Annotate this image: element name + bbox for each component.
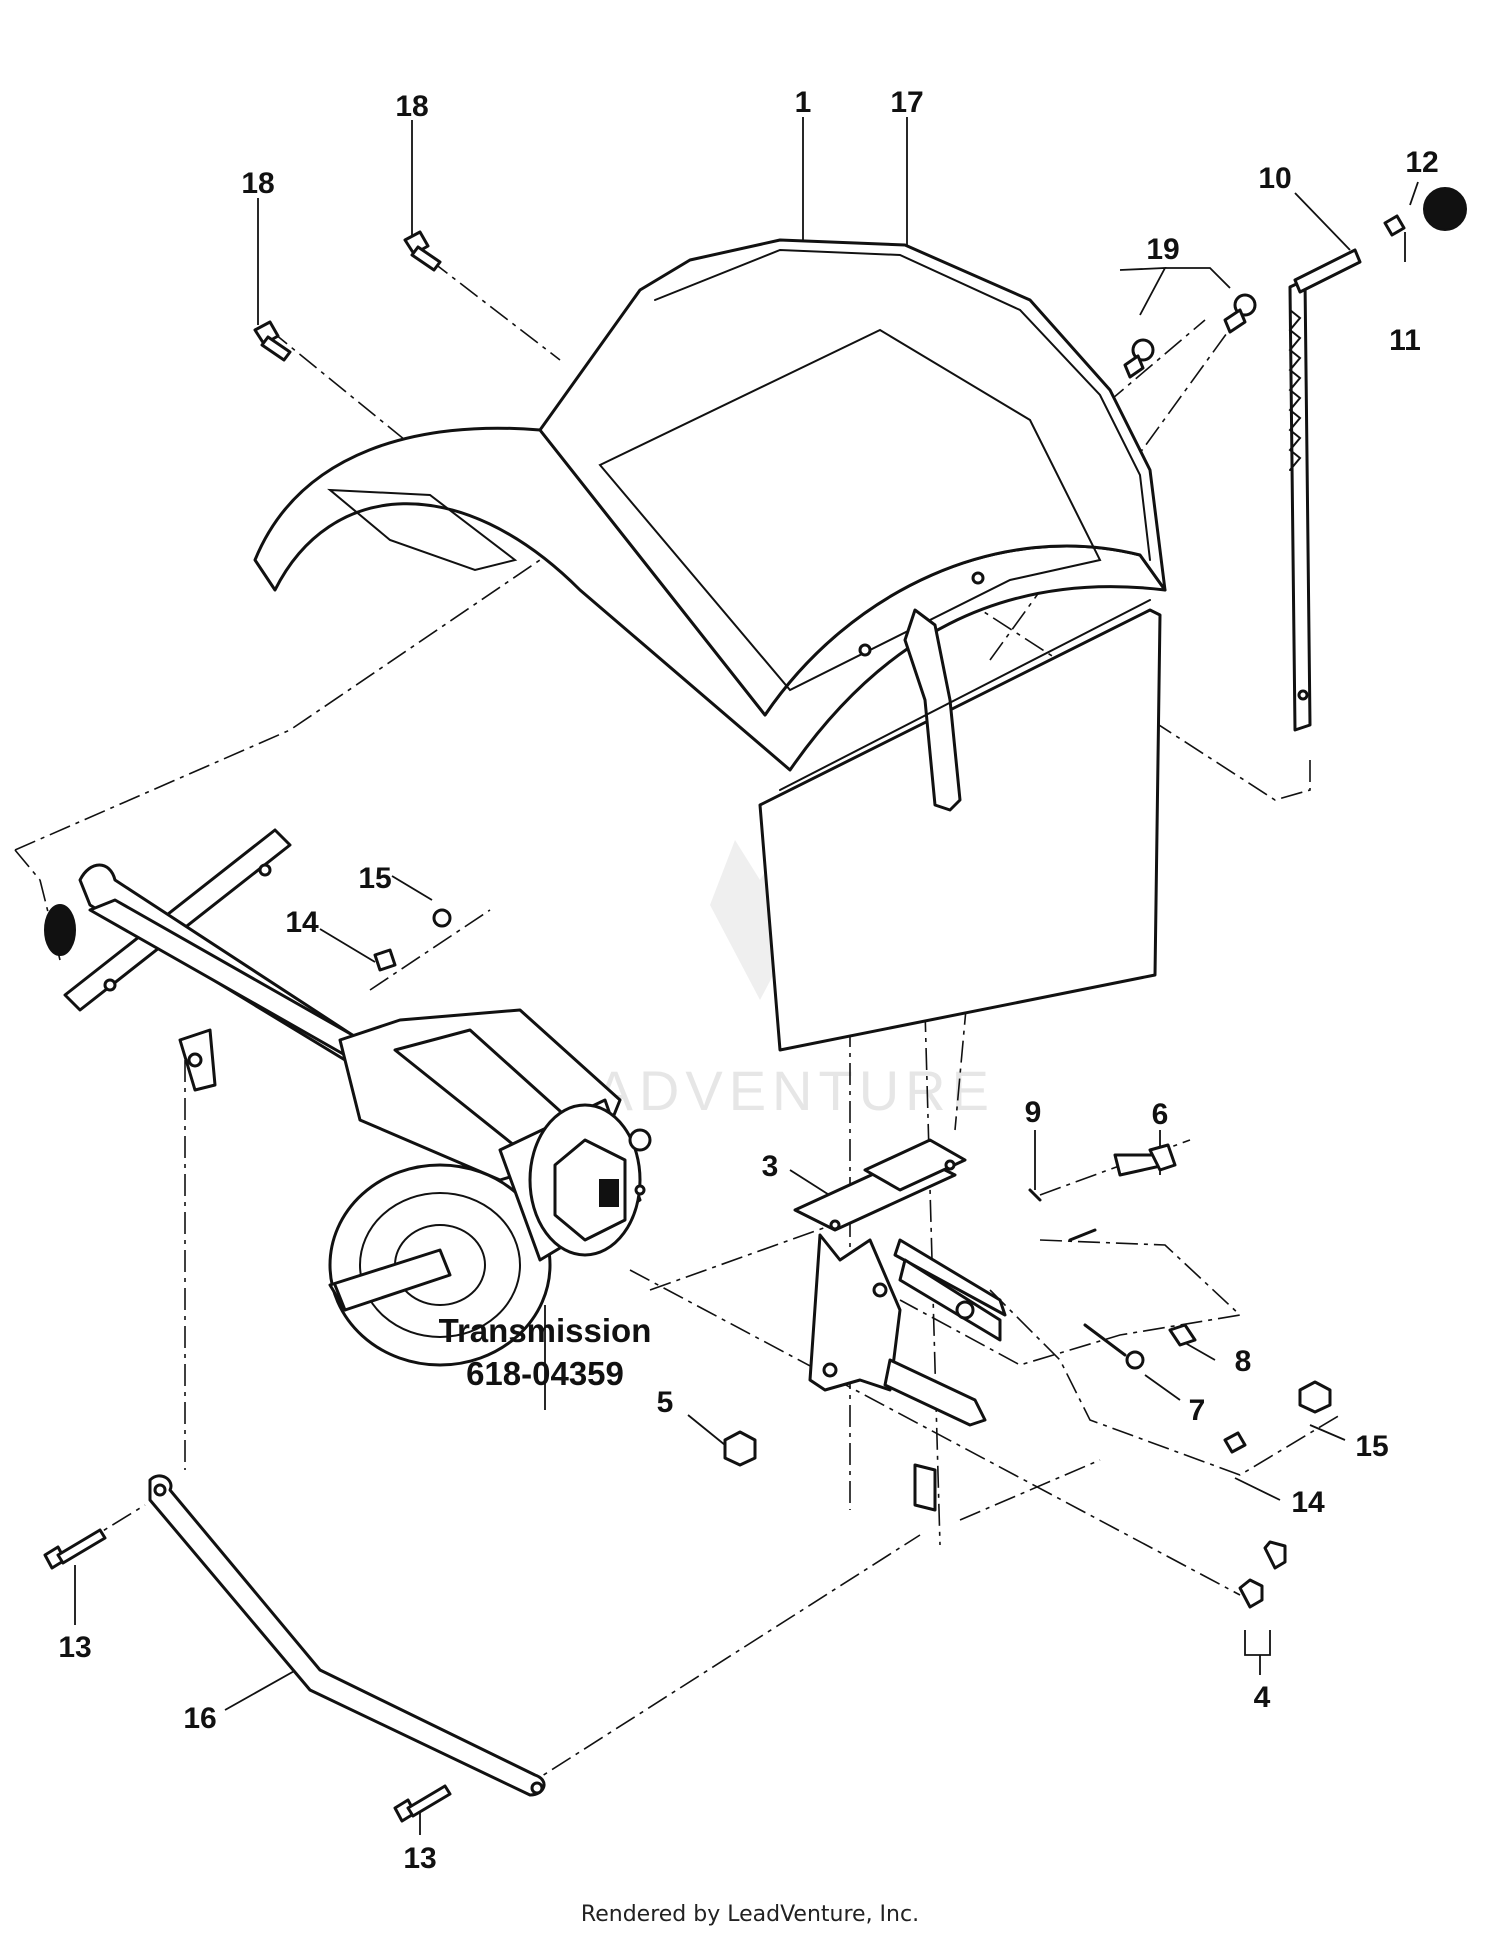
callout-19: 19 bbox=[1146, 233, 1179, 266]
transmission-name: Transmission bbox=[439, 1312, 652, 1349]
callout-15: 15 bbox=[1355, 1430, 1388, 1463]
transmission-part-number: 618-04359 bbox=[466, 1355, 624, 1392]
brace-bar bbox=[148, 1474, 546, 1797]
callout-9: 9 bbox=[1025, 1096, 1042, 1129]
callout-7: 7 bbox=[1189, 1394, 1206, 1427]
callout-16: 16 bbox=[183, 1702, 216, 1735]
hex-nut bbox=[1383, 214, 1406, 237]
callout-12: 12 bbox=[1405, 146, 1438, 179]
callout-labels: 1 17 18 18 19 10 12 11 15 14 9 6 3 8 7 5… bbox=[58, 86, 1438, 1875]
callout-17: 17 bbox=[890, 86, 923, 119]
callout-6: 6 bbox=[1152, 1098, 1169, 1131]
decal bbox=[598, 328, 1102, 692]
transmission-port bbox=[599, 1179, 619, 1207]
callout-18: 18 bbox=[395, 90, 428, 123]
callout-15: 15 bbox=[358, 862, 391, 895]
callout-5: 5 bbox=[657, 1386, 674, 1419]
callout-18: 18 bbox=[241, 167, 274, 200]
callout-1: 1 bbox=[795, 86, 812, 119]
footer-credit: Rendered by LeadVenture, Inc. bbox=[580, 1902, 920, 1927]
shield-bolts bbox=[253, 230, 1257, 379]
shaft-end bbox=[44, 904, 76, 956]
callout-11: 11 bbox=[1389, 324, 1421, 357]
callout-13: 13 bbox=[403, 1842, 436, 1875]
tine-housing bbox=[44, 828, 622, 1182]
callout-3: 3 bbox=[762, 1150, 779, 1183]
callout-10: 10 bbox=[1258, 162, 1291, 195]
transmission bbox=[328, 1098, 652, 1367]
rear-shield bbox=[253, 238, 1167, 1052]
callout-14: 14 bbox=[285, 906, 319, 939]
callout-8: 8 bbox=[1235, 1345, 1252, 1378]
knob bbox=[1423, 187, 1467, 231]
transmission-label: Transmission 618-04359 bbox=[439, 1312, 652, 1392]
callout-4: 4 bbox=[1254, 1681, 1271, 1714]
callout-14: 14 bbox=[1291, 1486, 1325, 1519]
bracket-assembly bbox=[793, 1138, 1007, 1512]
hardware bbox=[43, 908, 1332, 1823]
depth-bar bbox=[1288, 187, 1467, 732]
callout-13: 13 bbox=[58, 1631, 91, 1664]
